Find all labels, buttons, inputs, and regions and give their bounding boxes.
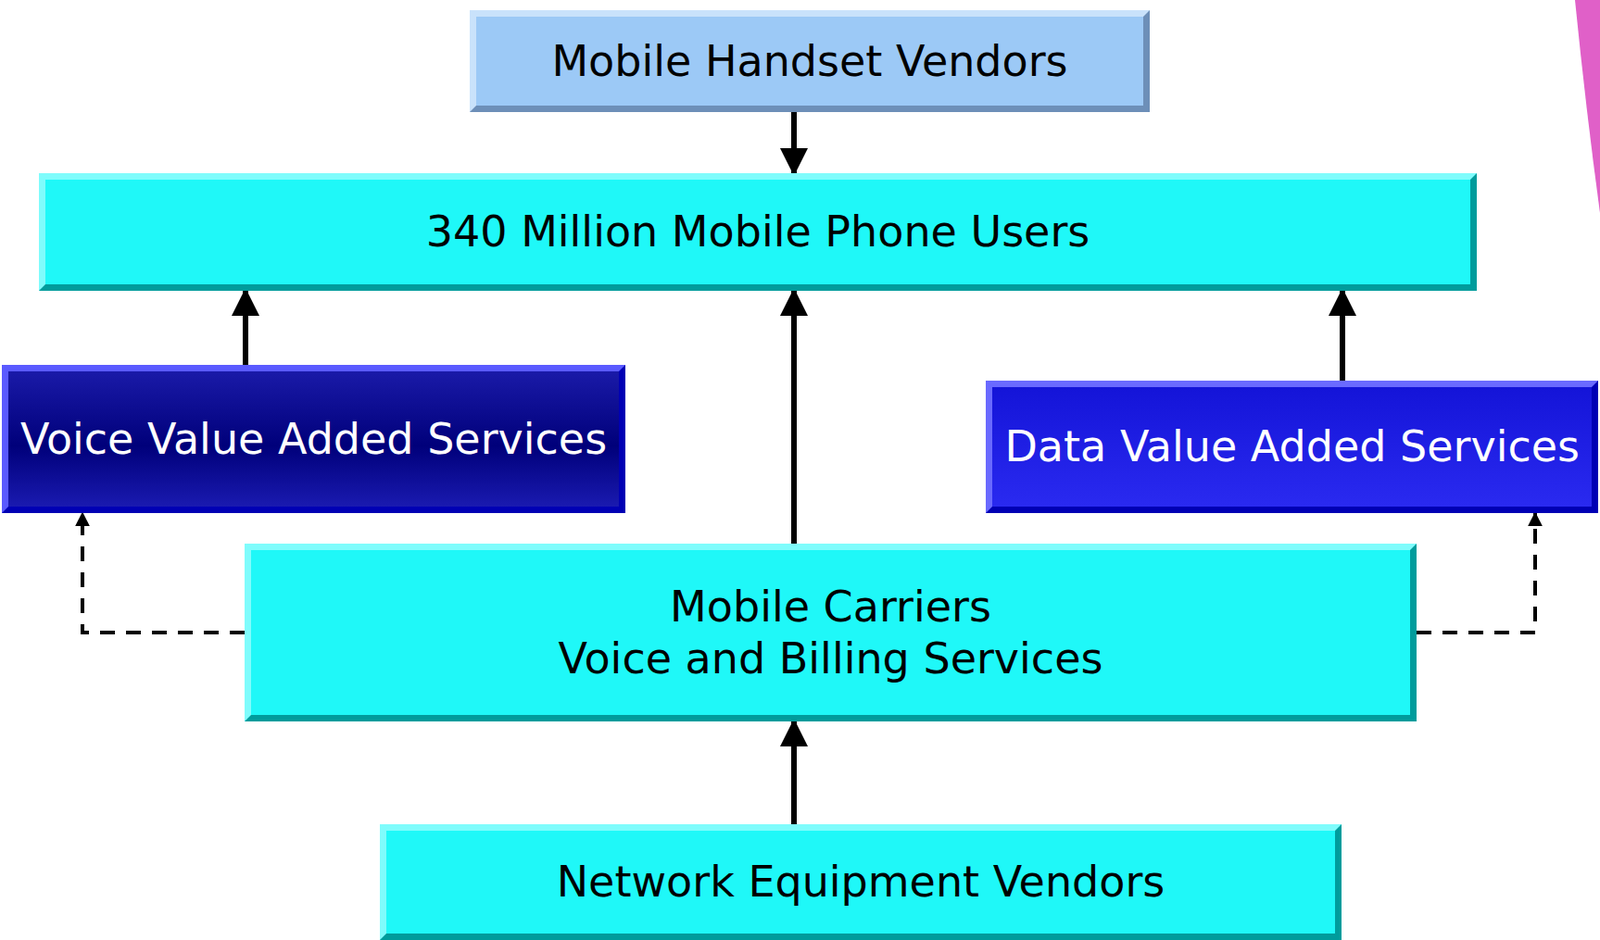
node-label: Data Value Added Services (1004, 420, 1580, 473)
service-box: Data Value Added Services (985, 380, 1599, 514)
node-label: Mobile Carriers (669, 580, 992, 633)
vendor-box: Network Equipment Vendors (379, 824, 1342, 940)
flow-arrow (791, 721, 797, 825)
flow-arrow (1339, 290, 1346, 381)
carrier-box: Mobile CarriersVoice and Billing Service… (244, 543, 1417, 722)
vendor-box: Mobile Handset Vendors (469, 10, 1150, 113)
flow-arrow (791, 290, 797, 544)
dashed-arrow (82, 513, 245, 633)
users-box: 340 Million Mobile Phone Users (38, 173, 1477, 291)
flow-arrow (242, 290, 249, 366)
corner-swoosh (1574, 0, 1600, 214)
service-box: Voice Value Added Services (1, 365, 626, 514)
node-label: 340 Million Mobile Phone Users (426, 205, 1091, 258)
node-label: Voice Value Added Services (20, 413, 607, 466)
flow-arrow (791, 112, 797, 174)
node-label: Mobile Handset Vendors (551, 35, 1068, 88)
node-label: Network Equipment Vendors (556, 856, 1166, 908)
dashed-arrow (1416, 513, 1536, 633)
node-label: Voice and Billing Services (558, 632, 1104, 685)
